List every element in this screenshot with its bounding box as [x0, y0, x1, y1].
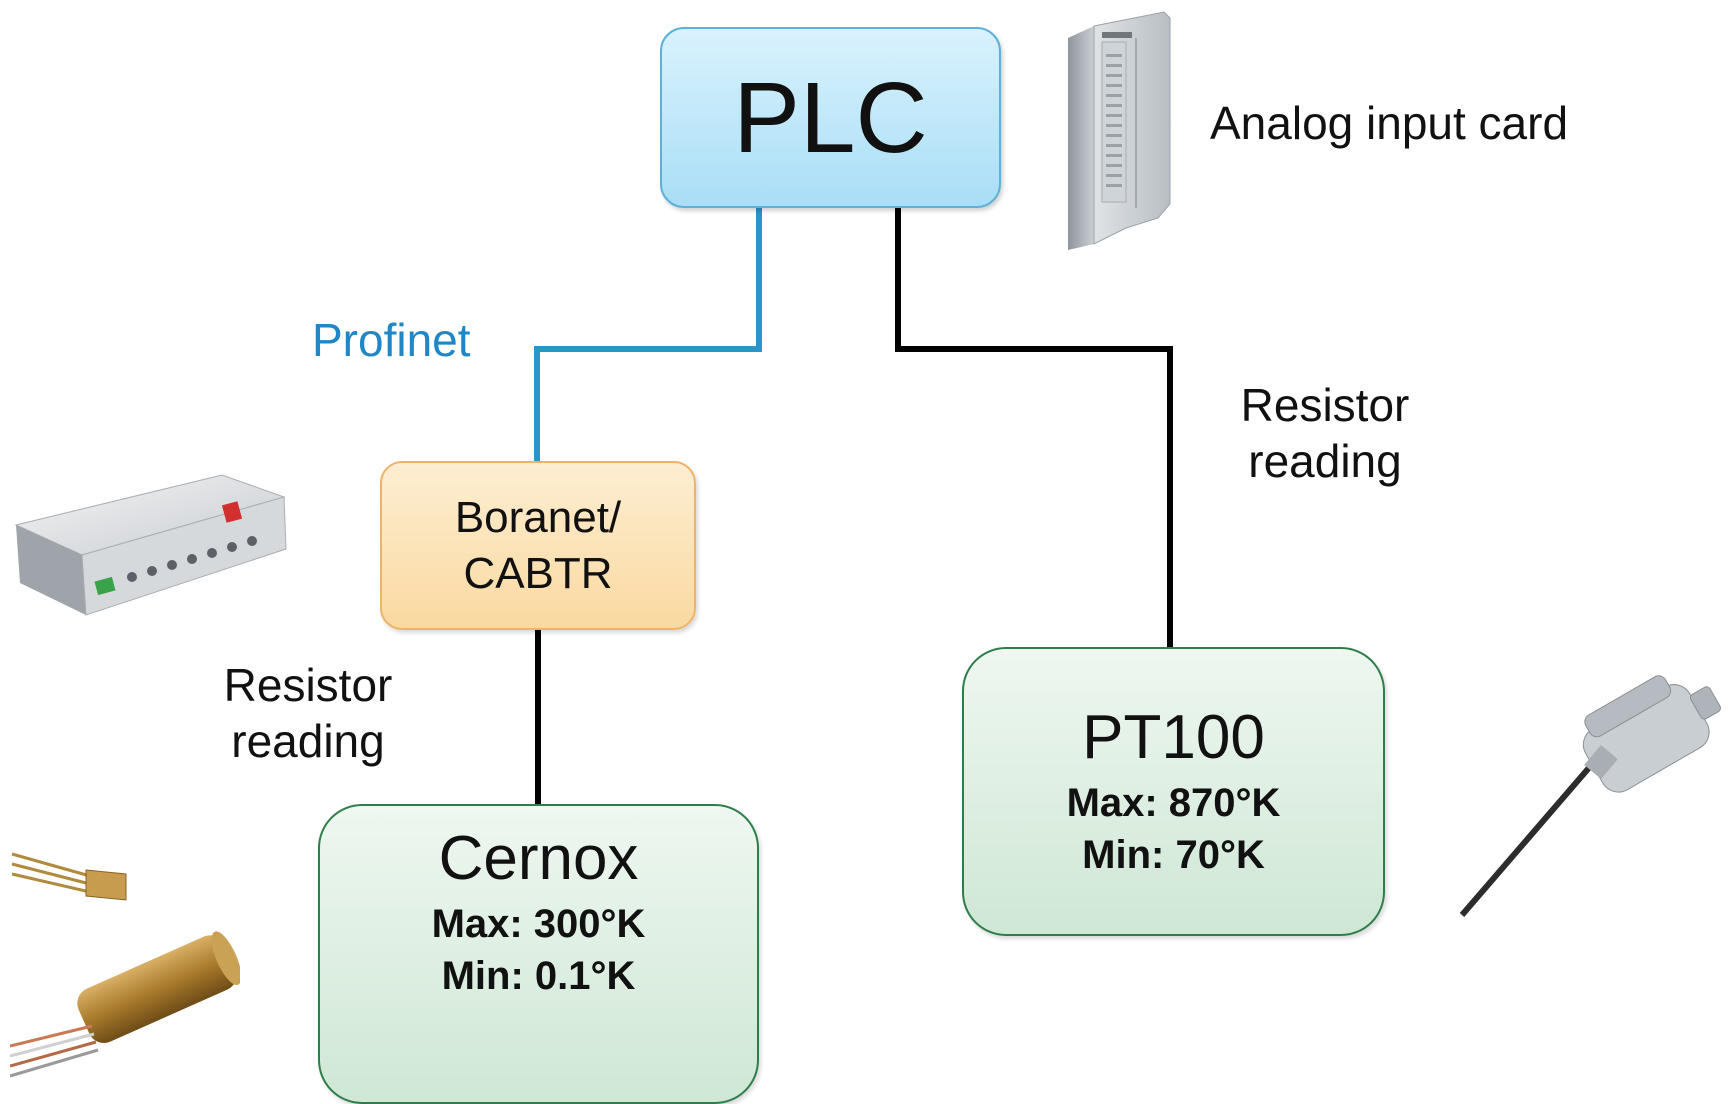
- profinet-label: Profinet: [312, 314, 471, 366]
- resistor-reading-right-label: Resistor reading: [1225, 377, 1425, 489]
- analog-input-card-label: Analog input card: [1210, 97, 1569, 149]
- boranet-line2: CABTR: [463, 548, 613, 598]
- resistor-wire-pt100: [895, 208, 1173, 647]
- resistor-reading-right-line1: Resistor: [1240, 379, 1410, 431]
- cernox-min: Min: 0.1°K: [441, 954, 636, 998]
- resistor-reading-left-label: Resistor reading: [208, 657, 408, 769]
- boranet-cabtr-node: Boranet/ CABTR: [380, 461, 696, 630]
- cernox-node: Cernox Max: 300°K Min: 0.1°K: [318, 804, 759, 1104]
- cernox-sensor-icon: [10, 852, 240, 1078]
- cabtr-device-icon: [14, 474, 287, 616]
- analog-input-card-icon: [1068, 11, 1171, 250]
- pt100-node: PT100 Max: 870°K Min: 70°K: [962, 647, 1385, 936]
- pt100-probe-icon: [1459, 675, 1722, 917]
- pt100-name: PT100: [1082, 702, 1265, 772]
- pt100-min: Min: 70°K: [1082, 832, 1265, 877]
- cernox-max: Max: 300°K: [431, 902, 646, 946]
- boranet-line1: Boranet/: [454, 492, 622, 542]
- resistor-reading-left-line2: reading: [231, 715, 385, 767]
- cernox-name: Cernox: [438, 824, 639, 893]
- pt100-max: Max: 870°K: [1066, 780, 1281, 825]
- resistor-reading-left-line1: Resistor: [223, 659, 393, 711]
- profinet-wire: [534, 208, 762, 461]
- resistor-reading-right-line2: reading: [1248, 435, 1402, 487]
- plc-title: PLC: [733, 61, 928, 174]
- plc-node: PLC: [660, 27, 1001, 208]
